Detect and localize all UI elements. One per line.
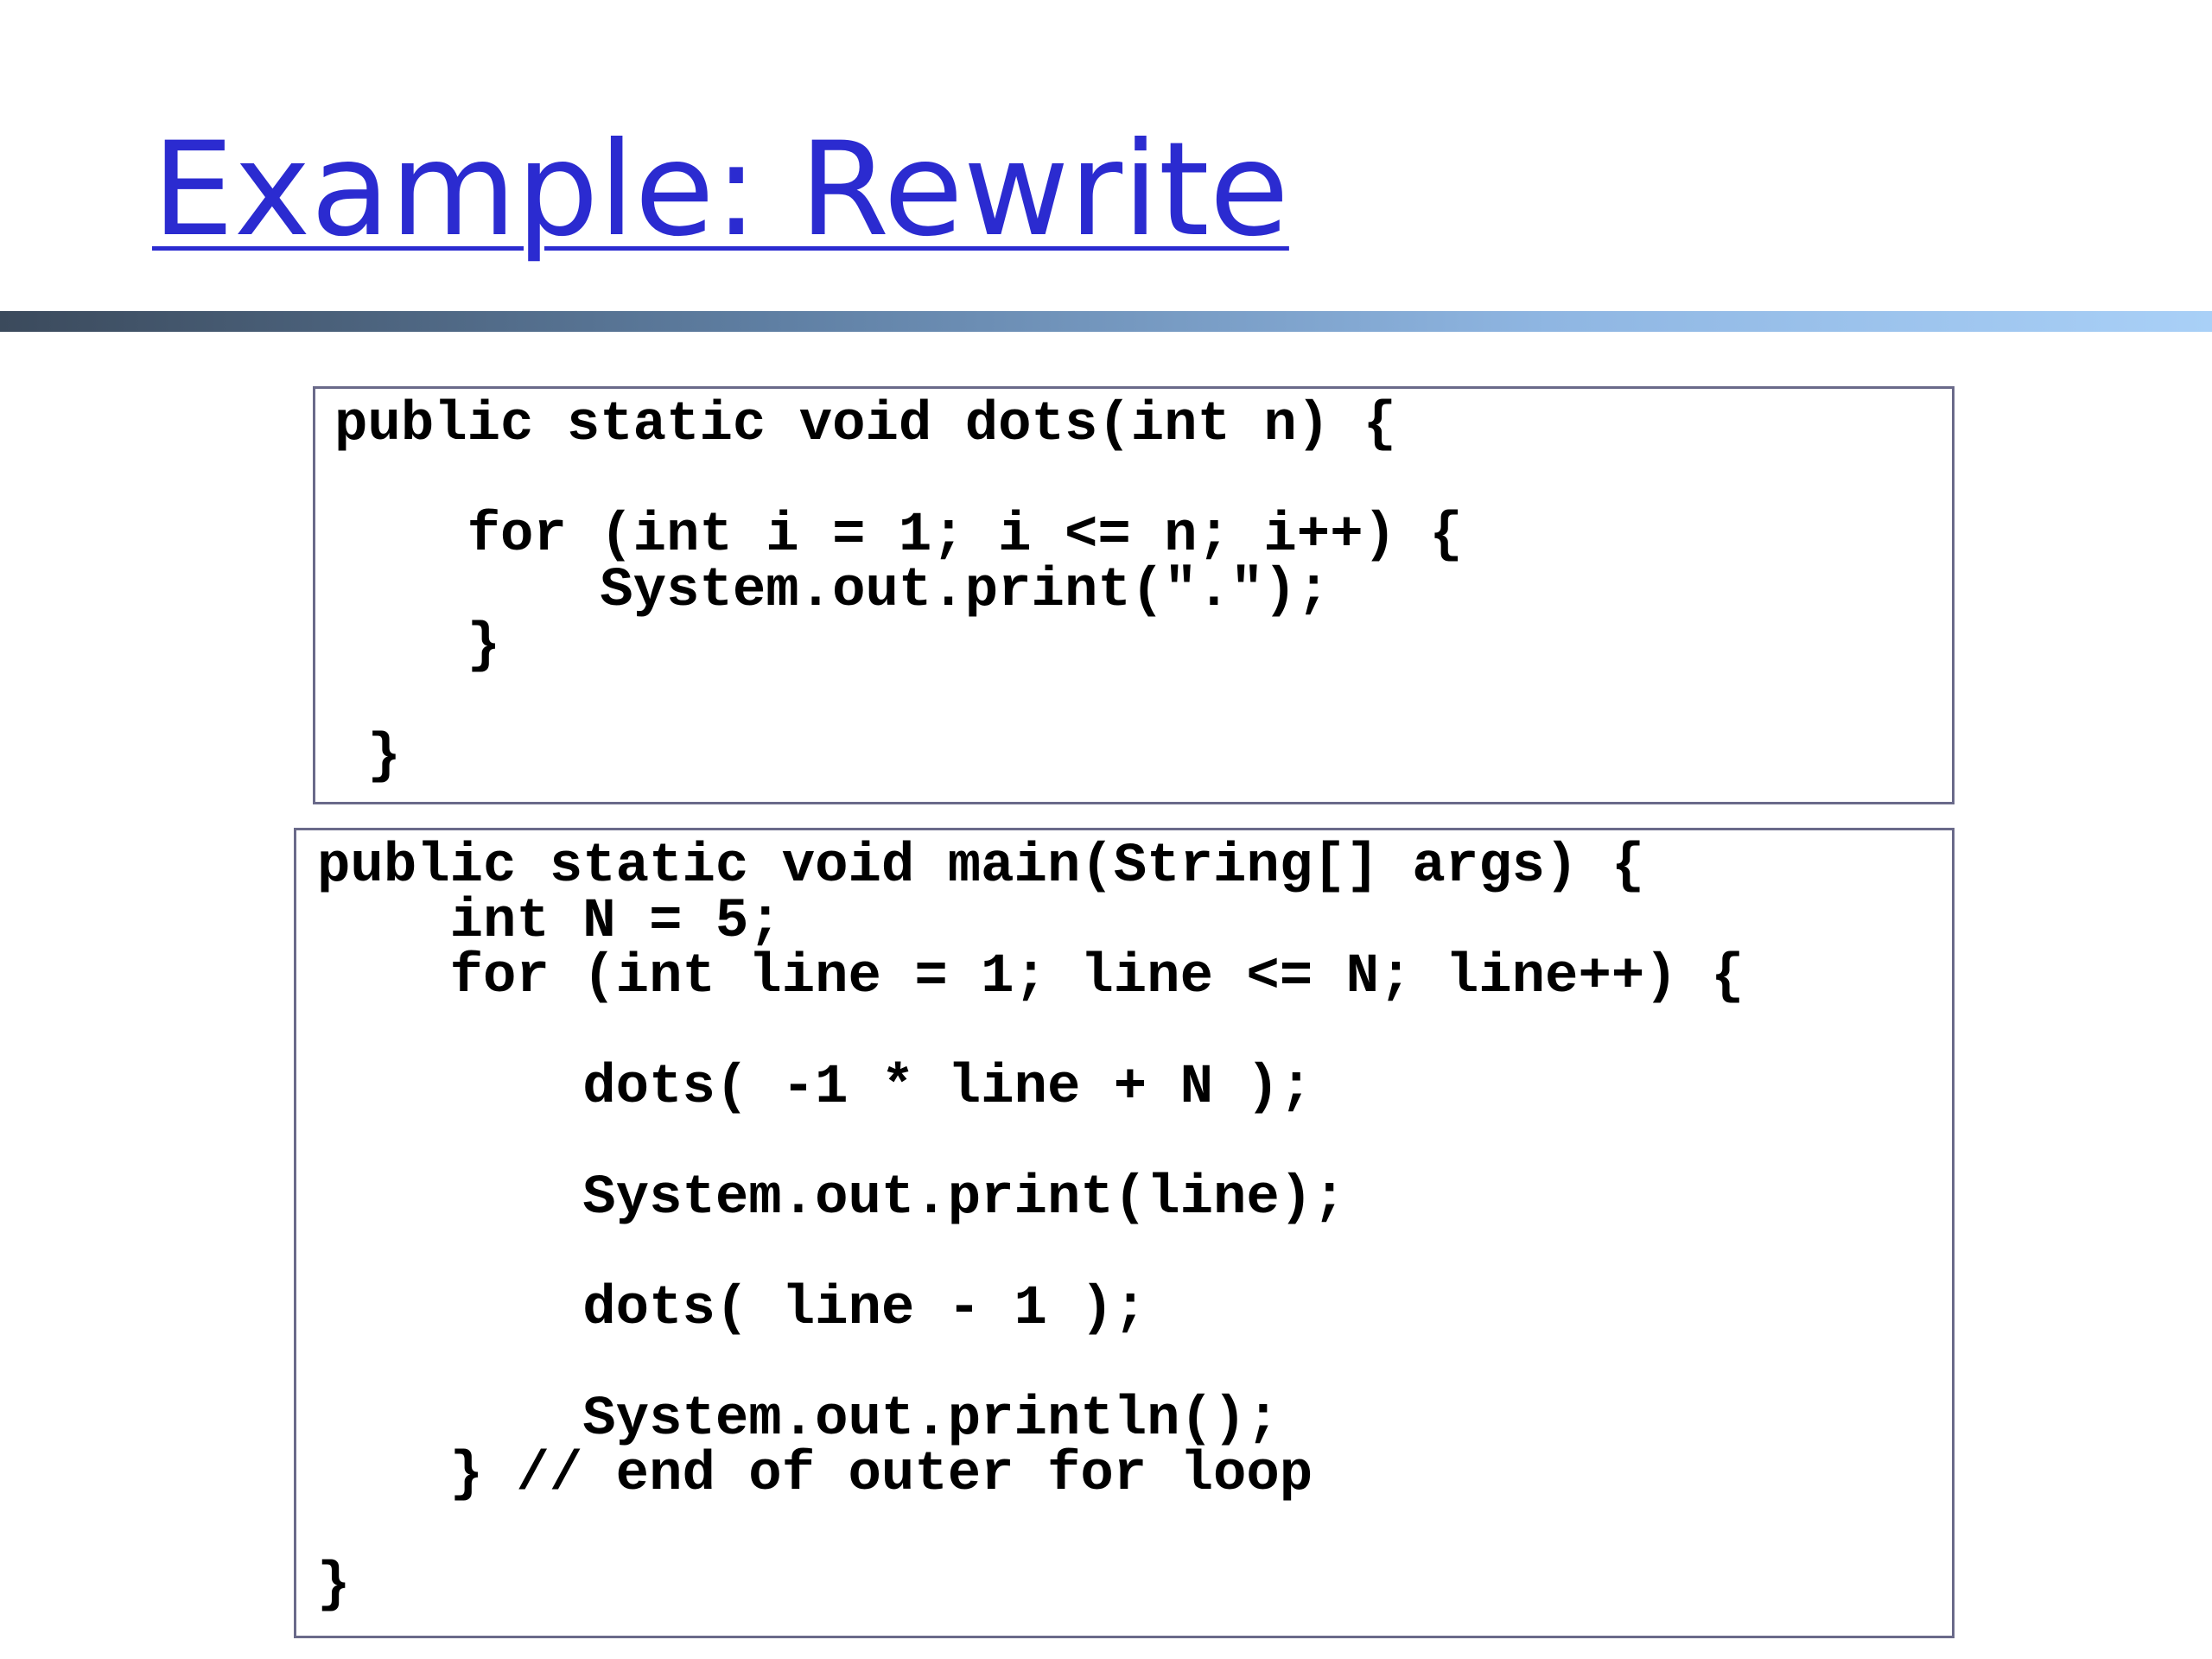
code-line [317, 1116, 1952, 1171]
code-line [317, 1005, 1952, 1060]
code-line: } // end of outer for loop [317, 1444, 1313, 1506]
code-line: System.out.println(); [317, 1389, 1280, 1451]
code-line: int N = 5; [317, 891, 782, 953]
code-line: public static void dots(int n) { [334, 394, 1396, 456]
code-line: for (int i = 1; i <= n; i++) { [334, 505, 1463, 567]
slide-title: Example: Rewrite [152, 115, 1289, 265]
dots-method-code-box: public static void dots(int n) { for (in… [313, 386, 1955, 804]
code-line [334, 453, 1952, 508]
code-line: public static void main(String[] args) { [317, 836, 1645, 898]
code-line: } [334, 615, 501, 677]
main-method-code-box: public static void main(String[] args) {… [294, 828, 1955, 1638]
code-line [317, 1337, 1952, 1392]
code-line: for (int line = 1; line <= N; line++) { [317, 946, 1745, 1008]
code-line: } [317, 1554, 351, 1617]
code-line: dots( line - 1 ); [317, 1278, 1147, 1340]
code-line [334, 674, 1952, 729]
code-line: dots( -1 * line + N ); [317, 1057, 1313, 1119]
code-line [317, 1226, 1952, 1281]
code-line: } [334, 726, 401, 788]
code-line: System.out.print(line); [317, 1167, 1346, 1230]
code-line: System.out.print("."); [334, 560, 1331, 622]
title-divider [0, 311, 2212, 332]
code-line [317, 1503, 1952, 1558]
